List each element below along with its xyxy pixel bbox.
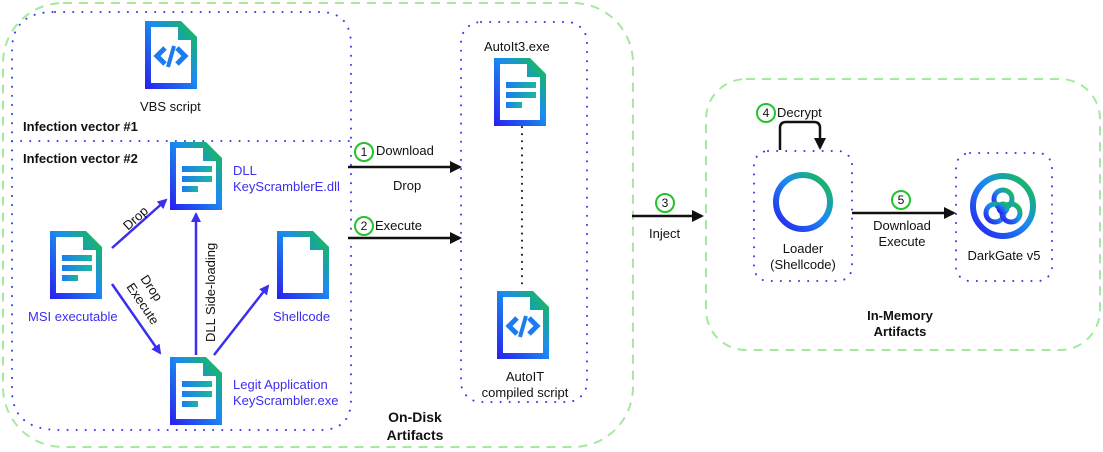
step-1-sublabel: Drop	[393, 178, 422, 193]
msi-executable-label: MSI executable	[28, 309, 118, 324]
arrow-legit-to-shellcode	[213, 284, 270, 356]
darkgate-label: DarkGate v5	[967, 248, 1041, 263]
msi-document-icon	[50, 231, 102, 299]
dll-label-filename: KeyScramblerE.dll	[233, 179, 340, 194]
step-1-badge: 1	[354, 142, 374, 162]
step-5-label-2: Execute	[878, 234, 926, 249]
legit-app-filename: KeyScrambler.exe	[233, 393, 339, 408]
autoit-script-code-file-icon	[497, 291, 549, 359]
step-3-badge: 3	[655, 193, 675, 213]
legit-app-label: Legit Application	[233, 377, 328, 392]
dll-label-type: DLL	[233, 163, 257, 178]
arrow-msi-to-dll	[111, 198, 168, 249]
edge-label-dll-side-loading: DLL Side-loading	[203, 242, 218, 342]
autoit-script-label-2: compiled script	[481, 385, 569, 400]
infection-vector-1-label: Infection vector #1	[23, 119, 138, 134]
in-memory-label-1: In-Memory	[867, 308, 933, 323]
darkgate-group	[955, 152, 1053, 282]
step-3-label: Inject	[649, 226, 681, 241]
autoit-exe-document-icon	[494, 58, 546, 126]
shellcode-label: Shellcode	[273, 309, 331, 324]
autoit-script-label-1: AutoIT	[505, 369, 545, 384]
step-4-badge: 4	[756, 103, 776, 123]
step-2-label: Execute	[375, 218, 422, 233]
dll-document-icon	[170, 142, 222, 210]
legit-app-document-icon	[170, 357, 222, 425]
step-4-label: Decrypt	[777, 105, 822, 120]
infection-vector-2-label: Infection vector #2	[23, 151, 138, 166]
in-memory-region	[705, 78, 1101, 351]
on-disk-label-2: Artifacts	[386, 427, 444, 443]
step-5-label-1: Download	[873, 218, 931, 233]
infection-vector-group	[11, 11, 352, 431]
loader-label: Loader	[782, 241, 824, 256]
loader-sublabel: (Shellcode)	[770, 257, 836, 272]
step-5-badge: 5	[891, 190, 911, 210]
step-1-label: Download	[376, 143, 434, 158]
in-memory-label-2: Artifacts	[873, 324, 927, 339]
step-2-badge: 2	[354, 216, 374, 236]
arrow-step4-decrypt	[778, 120, 826, 150]
arrow-msi-to-legit	[110, 283, 162, 355]
on-disk-label-1: On-Disk	[388, 409, 442, 425]
biohazard-icon	[970, 173, 1036, 239]
loading-spinner-icon	[773, 172, 833, 232]
shellcode-blank-file-icon	[277, 231, 329, 299]
vbs-code-file-icon	[145, 21, 197, 89]
vbs-script-label: VBS script	[140, 99, 201, 114]
autoit-exe-label: AutoIt3.exe	[484, 39, 550, 54]
